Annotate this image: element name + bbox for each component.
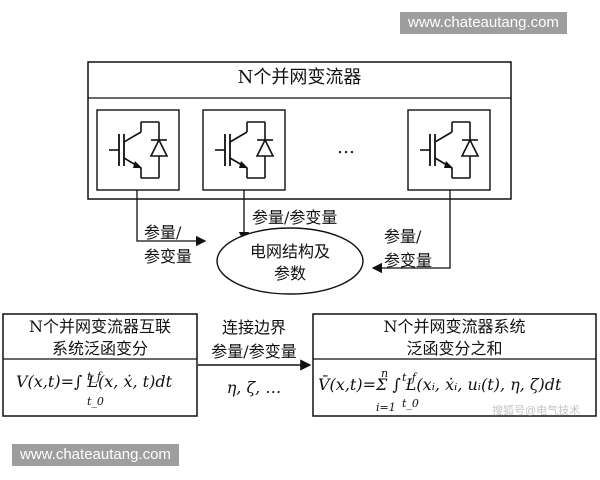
right-formula-text: V̄(x,t)=Σ ∫ L(xᵢ, ẋᵢ, uᵢ(t), η, ζ)dt (318, 375, 562, 394)
modules-ellipsis: … (337, 137, 355, 158)
watermark-top: www.chateautang.com (400, 12, 567, 34)
right-functional-box (312, 313, 597, 417)
left-int-upper: t_f (87, 370, 101, 383)
left-int-lower: t_0 (87, 395, 104, 408)
label-right: 参量/ 参变量 (384, 227, 433, 270)
label-mid: 参量/参变量 (252, 208, 338, 227)
left-box-title: N个并网变流器互联 系统泛函变分 (28, 317, 171, 358)
right-int-lower: t_0 (402, 397, 419, 410)
top-box-title: N个并网变流器 (237, 67, 362, 88)
left-box-formula: V(x,t)=∫ L(x, ẋ, t)dt (16, 372, 196, 391)
label-left: 参量/ 参变量 (144, 223, 193, 266)
grid-ellipse-text: 电网结构及 参数 (249, 242, 330, 283)
converter-module-2 (202, 109, 286, 191)
arrow-right-to-grid (371, 190, 451, 274)
converter-module-n (407, 109, 491, 191)
top-converter-box (87, 61, 512, 200)
right-sum-upper: n (381, 367, 389, 380)
left-functional-box (2, 313, 198, 417)
watermark-corner: 搜狐号@电气技术 (492, 405, 581, 417)
right-int-upper: t_f (402, 371, 416, 384)
grid-ellipse (216, 227, 364, 295)
middle-line-3: η, ζ, … (226, 378, 282, 397)
right-box-formula: V̄(x,t)=Σ ∫ L(xᵢ, ẋᵢ, uᵢ(t), η, ζ)dt (318, 375, 594, 394)
left-formula-text: V(x,t)=∫ L(x, ẋ, t)dt (16, 372, 173, 391)
middle-line-1: 连接边界 (221, 318, 286, 337)
converter-module-1 (96, 109, 180, 191)
right-sum-lower: i=1 (376, 401, 396, 414)
arrow-left-to-grid (136, 190, 207, 247)
middle-line-2: 参量/参变量 (211, 342, 297, 361)
watermark-bottom: www.chateautang.com (12, 444, 179, 466)
right-box-title: N个并网变流器系统 泛函变分之和 (383, 317, 526, 358)
